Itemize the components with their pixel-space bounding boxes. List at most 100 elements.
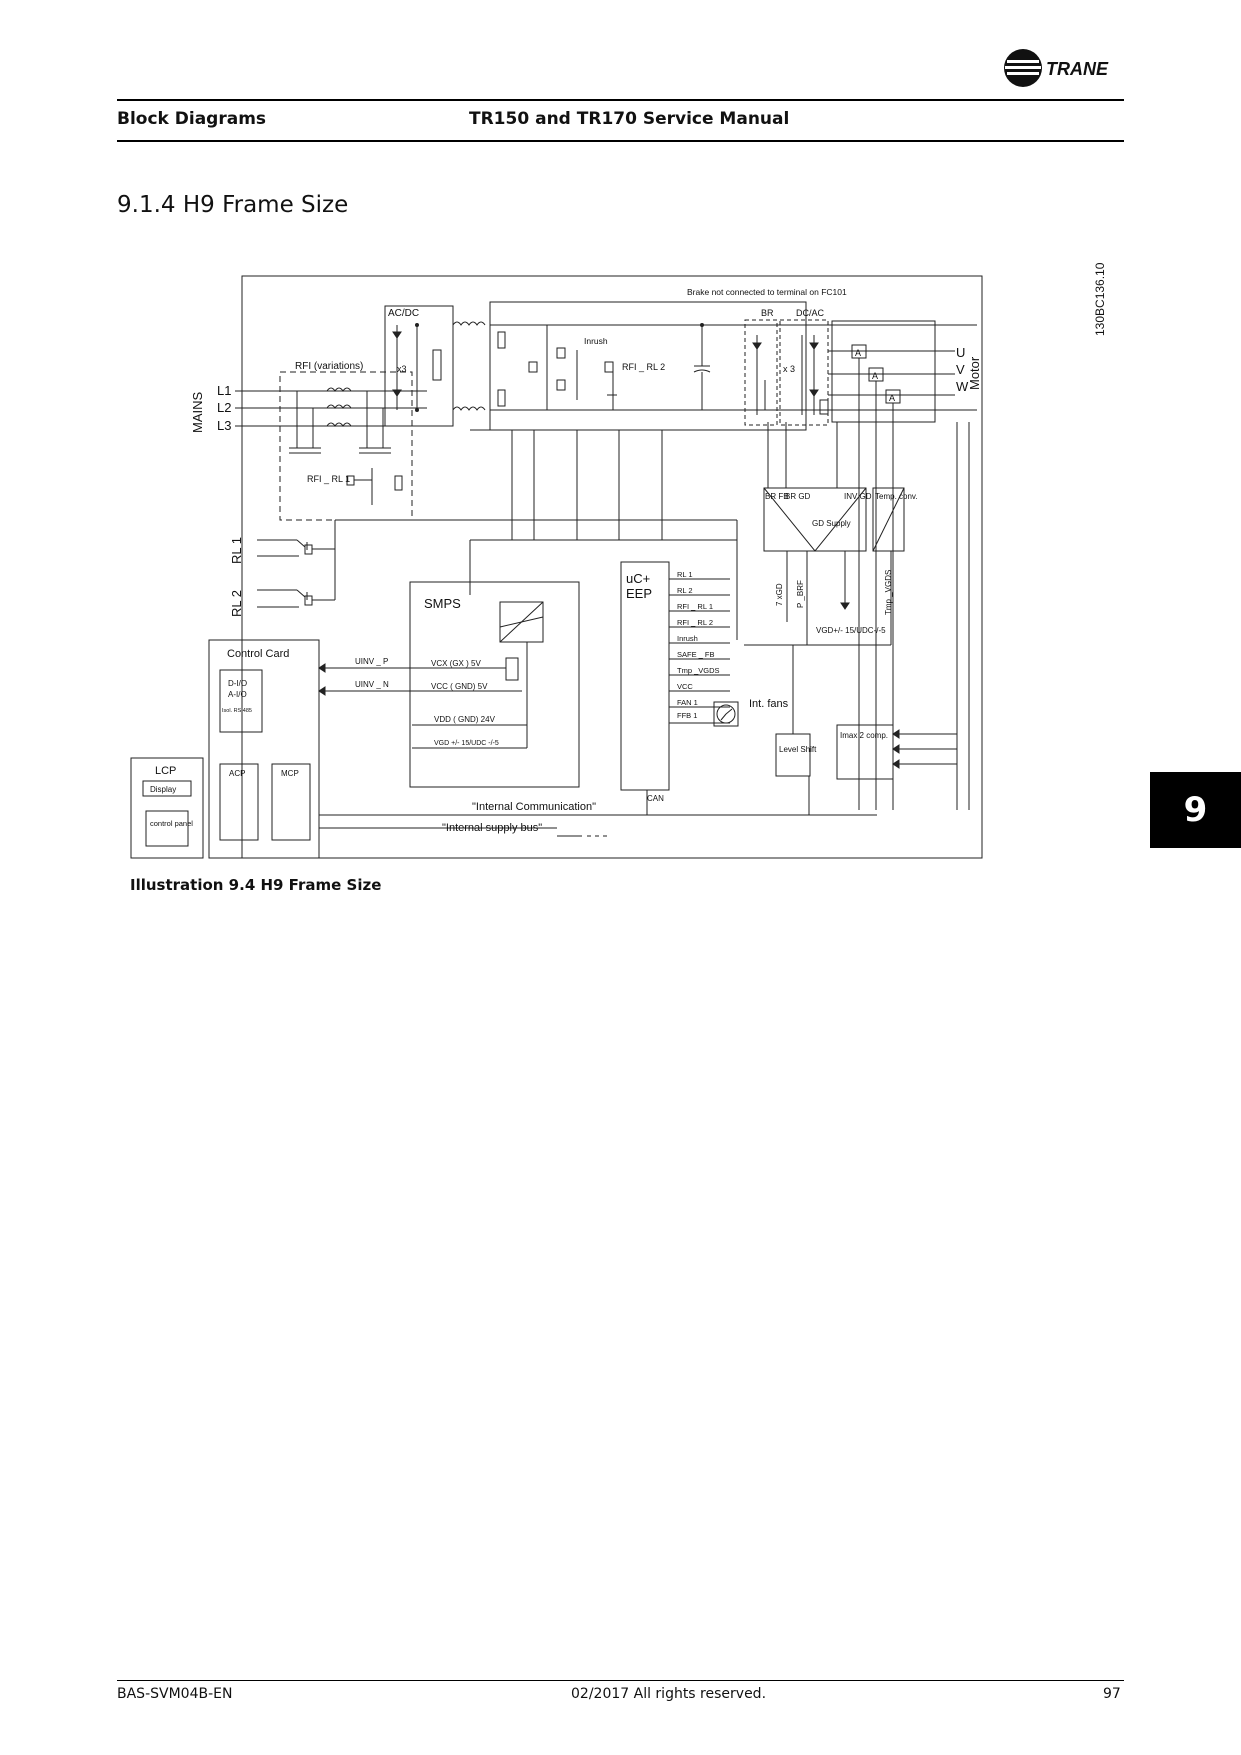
- tmp-vgds-vertical: Tmp _VGDS: [884, 570, 893, 615]
- imax-label: Imax 2 comp.: [840, 731, 888, 740]
- footer-page-number: 97: [1103, 1686, 1121, 1702]
- display-block: [142, 780, 192, 797]
- figure-caption: Illustration 9.4 H9 Frame Size: [130, 876, 382, 894]
- control-panel-block: [145, 810, 189, 847]
- mains-label: MAINS: [190, 392, 205, 434]
- sig-safe-fb: SAFE _ FB: [677, 650, 715, 659]
- vgd-smps-label: VGD +/- 15/UDC -/-5: [434, 740, 499, 747]
- br-label: BR: [761, 308, 774, 318]
- imax-block: [836, 724, 894, 780]
- sig-rl1: RL 1: [677, 570, 693, 579]
- brake-chopper: [744, 319, 778, 426]
- mains-lines: [235, 390, 427, 427]
- uc-eep-block: [620, 561, 670, 791]
- motor-u: U: [956, 345, 965, 360]
- control-card-label: Control Card: [227, 648, 289, 660]
- header-manual-title: TR150 and TR170 Service Manual: [469, 109, 790, 129]
- motor-v: V: [956, 362, 965, 377]
- level-shift-block: [775, 733, 811, 777]
- dcac-label: DC/AC: [796, 308, 825, 318]
- br-gd-label: BR GD: [785, 492, 811, 501]
- acdc-label: AC/DC: [388, 308, 419, 319]
- rl-contacts: [257, 520, 336, 608]
- footer-date-rights: 02/2017 All rights reserved.: [571, 1686, 767, 1702]
- eep-label: EEP: [626, 586, 652, 601]
- smps-converter: [499, 601, 544, 643]
- dc-choke-bottom: [452, 406, 486, 411]
- dc-link-capacitor: [693, 323, 711, 410]
- smps-block: [409, 581, 580, 788]
- mains-l3: L3: [217, 418, 231, 433]
- signal-bus: [335, 429, 738, 640]
- inrush-circuit: [490, 324, 977, 411]
- smps-outputs: [318, 642, 528, 749]
- block-diagram: 130BC136.10 MAINS L1 L2 L3 RFI (variatio…: [117, 250, 1127, 872]
- control-card-block: [208, 639, 320, 859]
- inverter-block: [779, 319, 829, 426]
- ammeter-w-label: A: [889, 393, 895, 403]
- trane-logo: TRANE: [1003, 48, 1125, 90]
- header-rule-top: [117, 99, 1124, 101]
- fan-icon: [716, 704, 736, 724]
- footer-rule: [117, 1680, 1124, 1681]
- imax-inputs: [892, 422, 970, 810]
- inverter-x3: x 3: [783, 364, 795, 374]
- aio-label: A-I/O: [228, 690, 247, 699]
- uc-signal-labels: RL 1 RL 2 RFI _ RL 1 RFI _ RL 2 Inrush S…: [677, 570, 720, 720]
- display-label: Display: [150, 785, 176, 794]
- internal-comm-label: "Internal Communication": [472, 801, 596, 813]
- int-label: Int. fans: [749, 698, 789, 710]
- fan-block: [713, 701, 739, 727]
- vdd-label: VDD ( GND) 24V: [434, 715, 496, 724]
- rfi-rl2-label: RFI _ RL 2: [622, 362, 665, 372]
- gd-supply-triangle: [763, 487, 867, 552]
- mains-l1: L1: [217, 383, 231, 398]
- acdc-x3: x3: [397, 364, 407, 374]
- header-rule-bottom: [117, 140, 1124, 142]
- acdc-block: [384, 305, 454, 427]
- uc-label: uC+: [626, 571, 650, 586]
- dc-choke-top: [452, 321, 486, 326]
- ref-code: 130BC136.10: [1093, 262, 1107, 336]
- motor-label: Motor: [967, 356, 982, 390]
- brake-note: Brake not connected to terminal on FC101: [687, 287, 847, 297]
- br-fb-label: BR FB: [765, 492, 789, 501]
- temp-conv-block: [872, 487, 905, 552]
- gd-wiring: [744, 422, 892, 646]
- uc-signal-lines: [669, 578, 730, 724]
- sig-vcc: VCC: [677, 682, 693, 691]
- frame-outline: [241, 275, 983, 859]
- rfi-capacitors: [289, 391, 391, 454]
- mains-l2: L2: [217, 400, 231, 415]
- rfi-variations-box: [279, 371, 413, 521]
- vcc-gnd-label: VCC ( GND) 5V: [431, 682, 488, 691]
- rs485-label: Isol. RS 485: [222, 708, 252, 714]
- lcp-block: [130, 757, 204, 859]
- output-block: [831, 320, 936, 423]
- sig-tmp-vgds: Tmp _VGDS: [677, 666, 720, 675]
- vcx-label: VCX (GX ) 5V: [431, 659, 481, 668]
- inv-gd-label: INV GD: [844, 492, 872, 501]
- rfi-variations-label: RFI (variations): [295, 361, 363, 372]
- ammeter-v-label: A: [872, 371, 878, 381]
- temp-conv-label: Temp. conv.: [875, 492, 918, 501]
- acp-label: ACP: [229, 769, 245, 778]
- motor-w: W: [956, 379, 969, 394]
- brand-name: TRANE: [1046, 59, 1109, 79]
- dio-label: D-I/O: [228, 679, 247, 688]
- rl1-label: RL 1: [229, 537, 244, 564]
- uinv-n-label: UINV _ N: [355, 680, 389, 689]
- internal-bus-label: "Internal supply bus": [442, 822, 542, 834]
- rectifier: [392, 323, 442, 412]
- rl2-label: RL 2: [229, 590, 244, 617]
- can-label: CAN: [647, 794, 664, 803]
- ammeter-u-label: A: [855, 348, 861, 358]
- lcp-label: LCP: [155, 765, 176, 777]
- dc-link-block: [489, 301, 807, 431]
- chapter-tab: 9: [1150, 772, 1241, 848]
- mcp-label: MCP: [281, 769, 299, 778]
- level-shift-label: Level Shift: [779, 745, 817, 754]
- igbt-symbols: [752, 335, 829, 415]
- rfi-rl1-resistor: [394, 475, 403, 491]
- inrush-label: Inrush: [584, 336, 608, 346]
